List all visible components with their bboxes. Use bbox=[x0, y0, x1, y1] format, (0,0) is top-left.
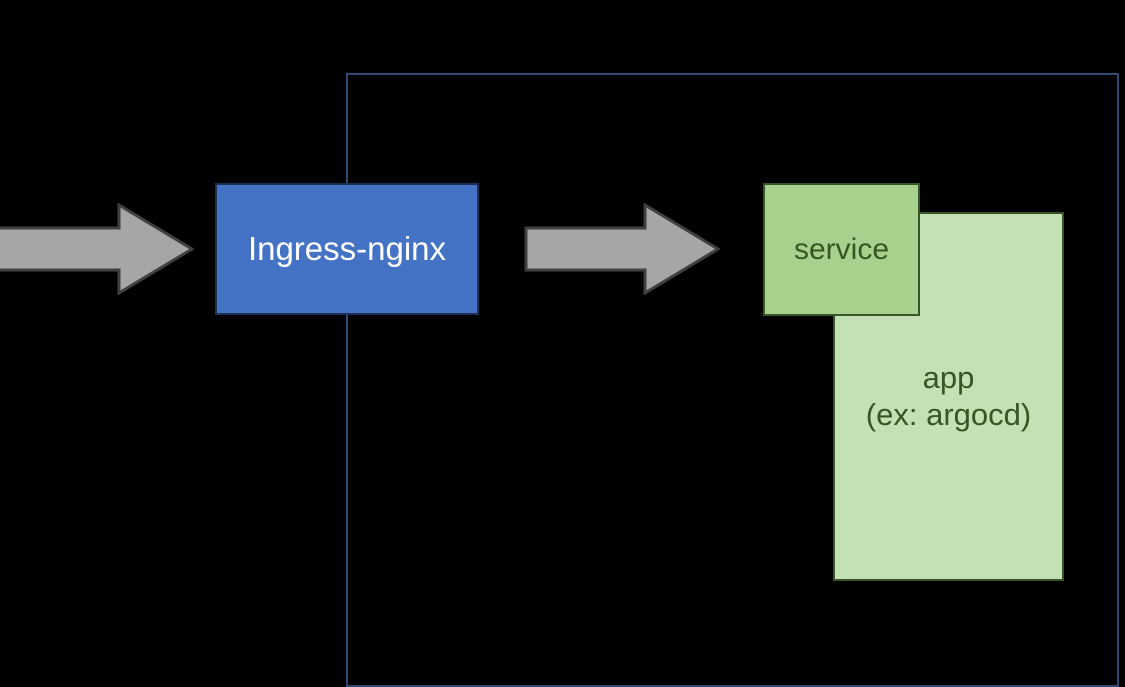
cluster-boundary-outline bbox=[346, 73, 1119, 687]
ingress-to-service-arrow-icon bbox=[524, 203, 720, 295]
node-service[interactable]: service bbox=[763, 183, 920, 316]
inbound-traffic-arrow-icon bbox=[0, 203, 194, 295]
ingress-to-service-arrow bbox=[524, 203, 720, 295]
node-service-label: service bbox=[793, 232, 890, 266]
node-app[interactable]: app (ex: argocd) bbox=[833, 212, 1064, 581]
node-ingress-nginx-label: Ingress-nginx bbox=[247, 229, 447, 267]
node-app-label: app (ex: argocd) bbox=[835, 360, 1062, 433]
node-app-label-line2: (ex: argocd) bbox=[865, 396, 1032, 432]
inbound-traffic-arrow bbox=[0, 203, 194, 295]
node-ingress-nginx[interactable]: Ingress-nginx bbox=[215, 183, 479, 315]
node-app-label-line1: app bbox=[922, 359, 975, 395]
